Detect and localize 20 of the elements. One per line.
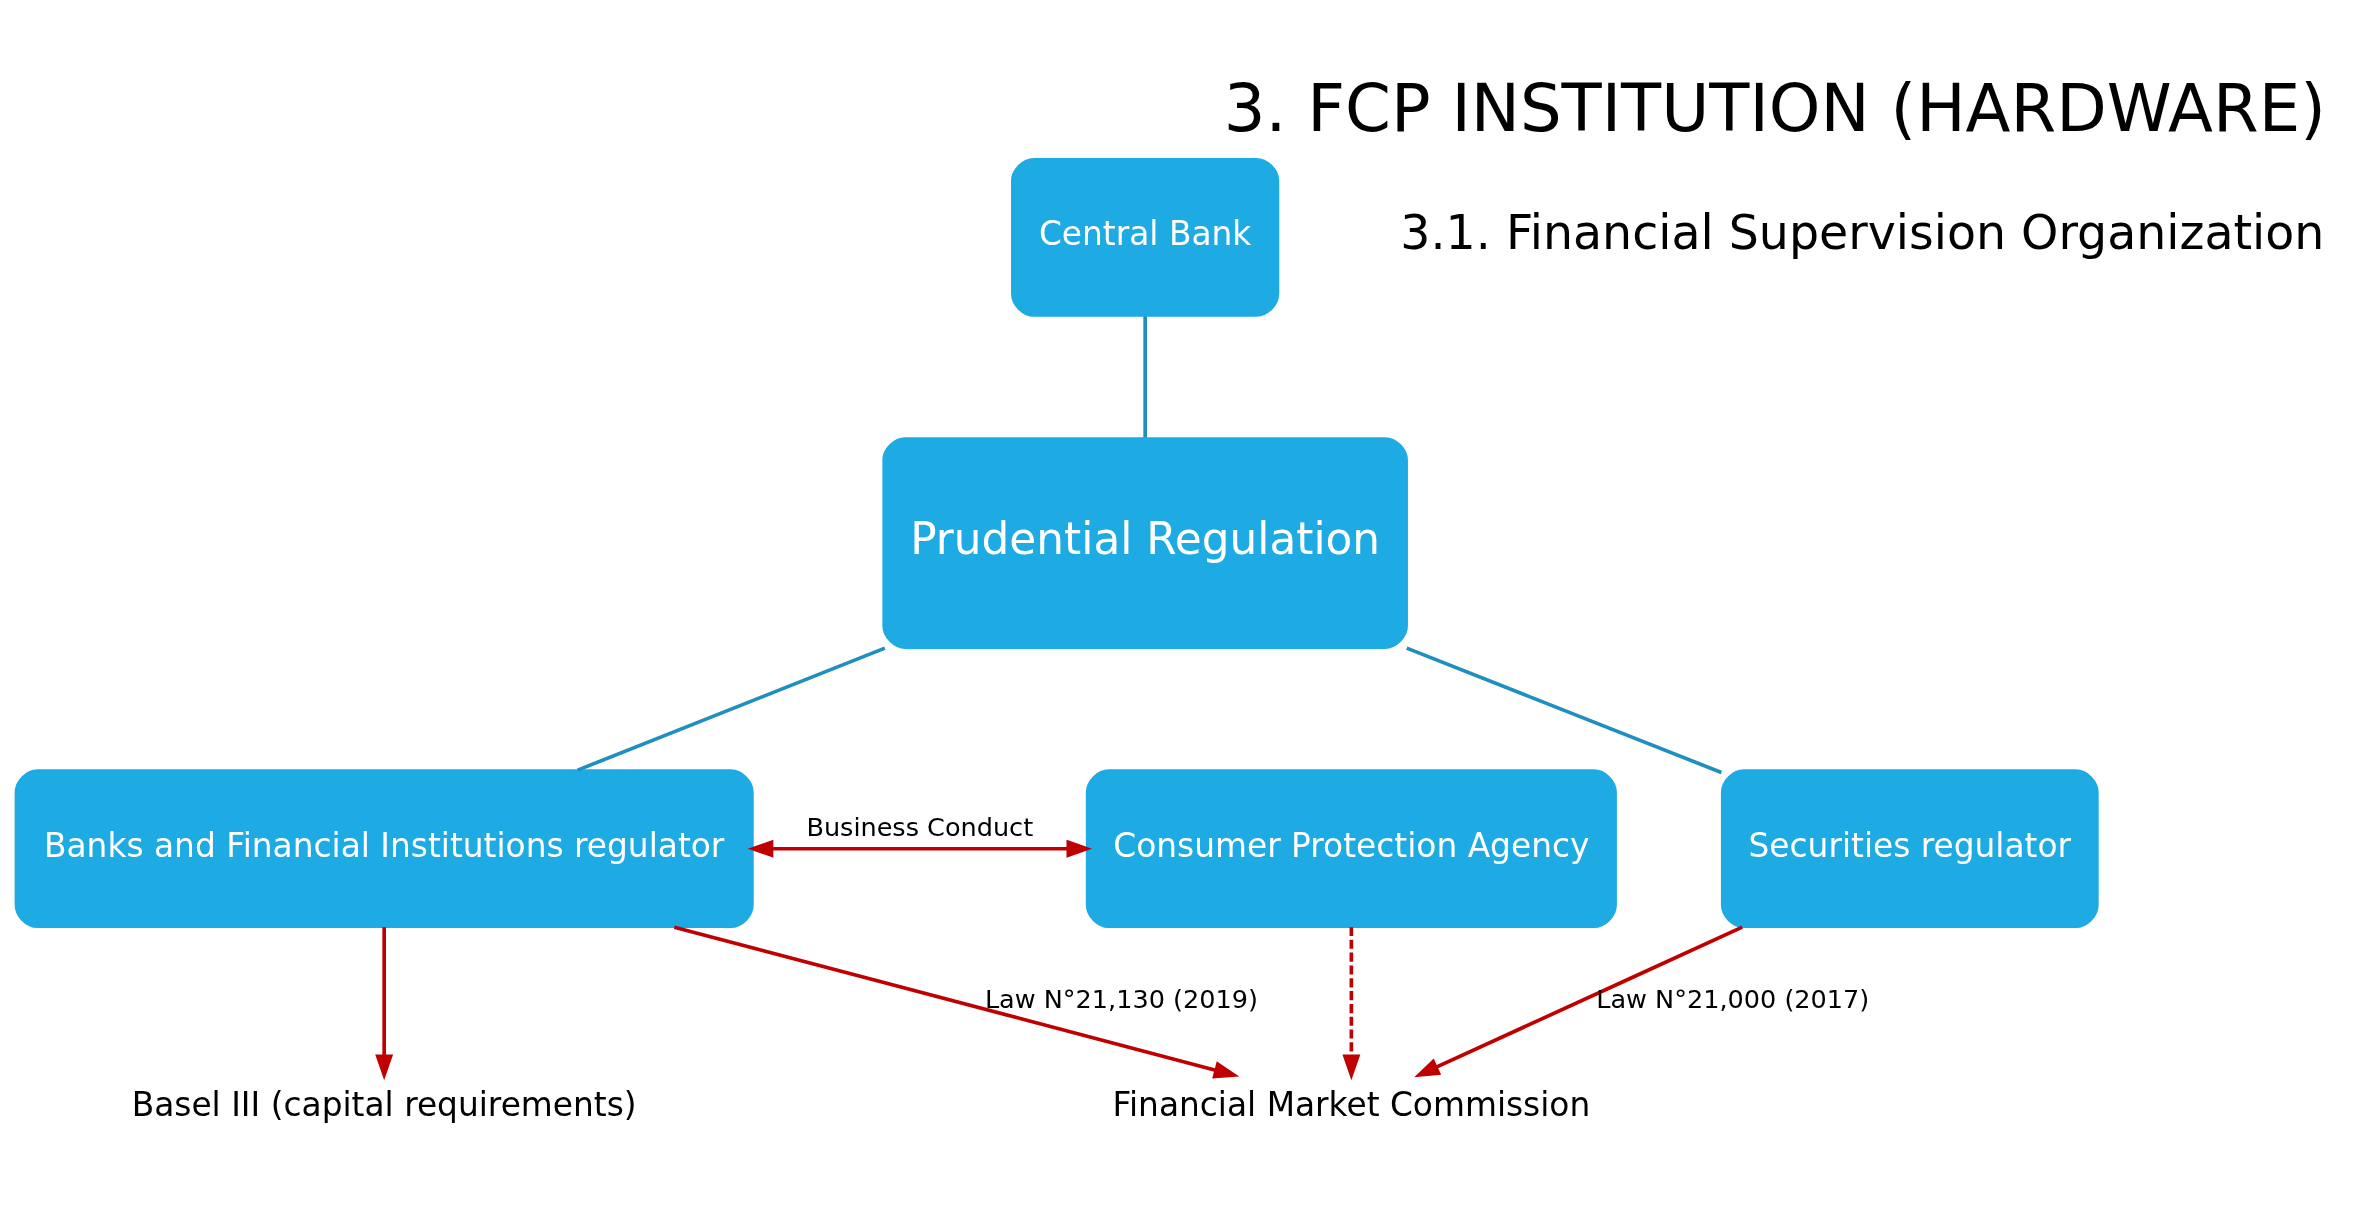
node-box: Banks and Financial Institutions regulator <box>14 768 754 928</box>
node-text: Financial Market Commission <box>1112 1085 1591 1124</box>
node-box: Securities regulator <box>1720 768 2099 928</box>
node-text: Basel III (capital requirements) <box>131 1085 637 1124</box>
diagram-title: 3. FCP INSTITUTION (HARDWARE) <box>1223 69 2326 146</box>
arrow <box>747 839 1093 858</box>
node-box: Prudential Regulation <box>882 436 1408 649</box>
connector <box>576 645 886 772</box>
node-box: Consumer Protection Agency <box>1085 768 1617 928</box>
connector <box>1406 645 1723 774</box>
edge-label: Law N°21,130 (2019) <box>984 983 1258 1014</box>
node-box: Central Bank <box>1011 157 1280 317</box>
arrow <box>1342 926 1361 1080</box>
arrow <box>375 926 394 1080</box>
connector <box>1143 315 1147 438</box>
arrow <box>1414 925 1743 1077</box>
arrow <box>673 924 1240 1079</box>
label: 3.1. Financial Supervision Organization <box>1400 204 2325 260</box>
edge-label: Business Conduct <box>806 811 1034 842</box>
edge-label: Law N°21,000 (2017) <box>1596 983 1870 1014</box>
